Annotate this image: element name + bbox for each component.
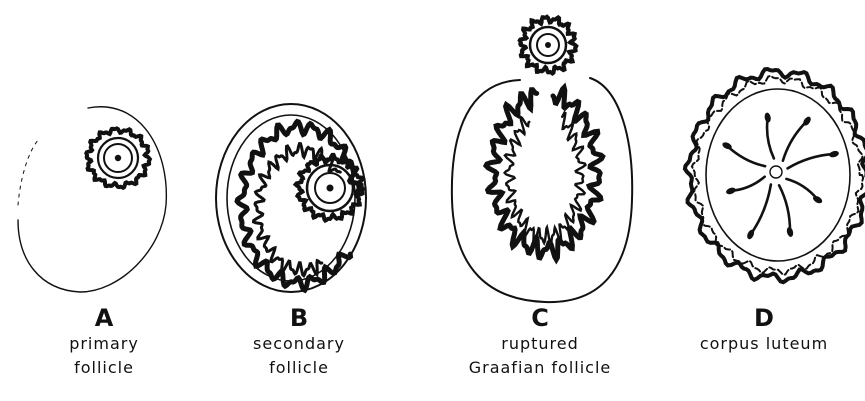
caption-a-line1: primary	[4, 332, 204, 356]
label-group-d: D corpus luteum	[664, 304, 864, 356]
caption-d-line1: corpus luteum	[664, 332, 864, 356]
label-group-c: C ruptured Graafian follicle	[440, 304, 640, 380]
label-group-b: B secondary follicle	[199, 304, 399, 380]
label-group-a: A primary follicle	[4, 304, 204, 380]
panel-letter-d: D	[664, 304, 864, 332]
caption-c-line1: ruptured	[440, 332, 640, 356]
caption-b-line2: follicle	[199, 356, 399, 380]
caption-b-line1: secondary	[199, 332, 399, 356]
panel-letter-a: A	[4, 304, 204, 332]
panel-letter-c: C	[440, 304, 640, 332]
caption-a-line2: follicle	[4, 356, 204, 380]
caption-c-line2: Graafian follicle	[440, 356, 640, 380]
panel-letter-b: B	[199, 304, 399, 332]
